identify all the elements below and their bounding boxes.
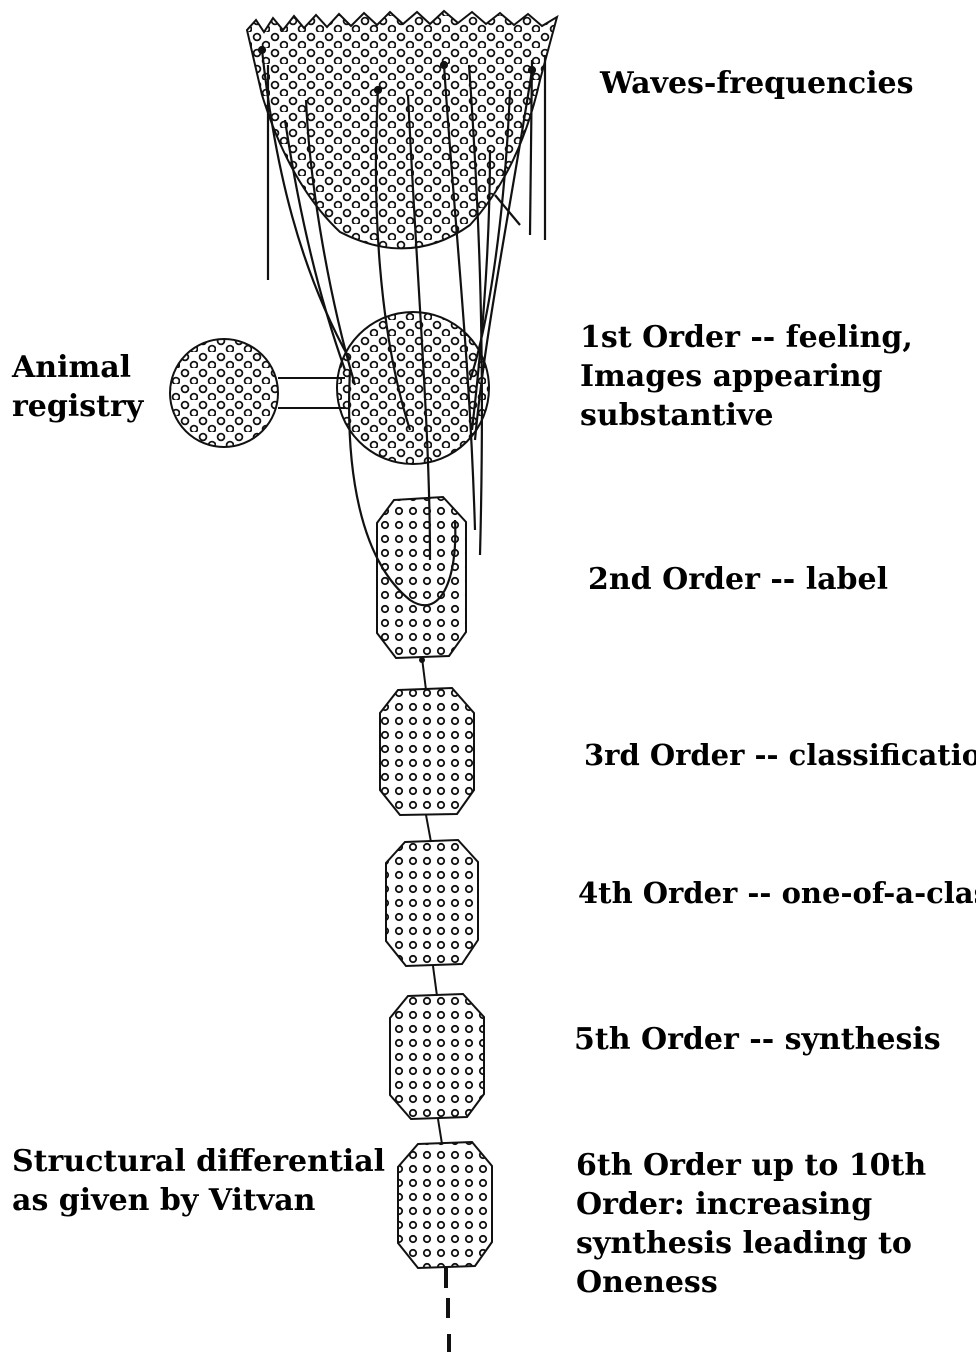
fourth-order-text: 4th Order -- one-of-a-class	[578, 874, 976, 913]
first-order-label: 1st Order -- feeling, Images appearing s…	[580, 318, 913, 435]
sixth-order-label-shape	[398, 1142, 492, 1268]
third-order-label-shape	[380, 688, 474, 815]
third-order-text: 3rd Order -- classification	[584, 736, 976, 775]
second-order-text: 2nd Order -- label	[588, 560, 888, 599]
fifth-order-text: 5th Order -- synthesis	[574, 1020, 941, 1059]
animal-registry-label: Animal registry	[12, 348, 143, 426]
waves-frequencies-label: Waves-frequencies	[600, 64, 914, 103]
fourth-order-label-shape	[386, 840, 478, 966]
animal-registry-disc	[170, 339, 345, 447]
second-order-label-shape	[377, 497, 466, 658]
figure-caption: Structural differential as given by Vitv…	[12, 1142, 385, 1220]
fifth-order-label-shape	[390, 994, 484, 1119]
continuation-dashes	[446, 1268, 449, 1352]
first-order-disc	[337, 312, 489, 464]
sixth-order-text: 6th Order up to 10th Order: increasing s…	[576, 1146, 926, 1302]
